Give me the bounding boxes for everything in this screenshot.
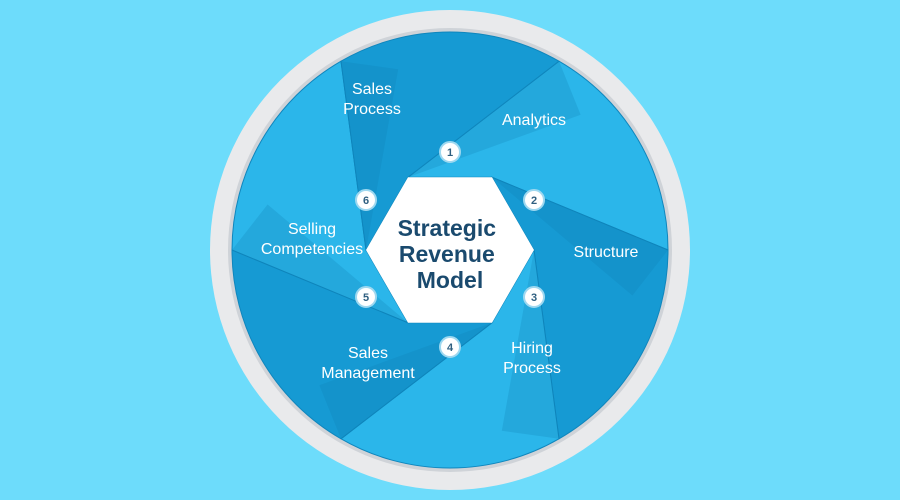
segments-group xyxy=(231,31,669,469)
step-badge-circle xyxy=(523,286,545,308)
title-line-2: Revenue xyxy=(399,241,495,267)
step-badge-circle xyxy=(355,189,377,211)
title-line-3: Model xyxy=(417,267,483,293)
center-hexagon xyxy=(366,177,534,323)
title-line-1: Strategic xyxy=(398,215,497,241)
segment-label-5-line-2: Competencies xyxy=(261,241,363,258)
segment-label-4-line-2: Management xyxy=(321,365,415,382)
segment-label-3-line-2: Process xyxy=(503,360,561,377)
wheel-segment-3 xyxy=(340,248,560,469)
step-badge-3: 3 xyxy=(523,286,545,308)
wheel-segment-2 xyxy=(490,176,669,440)
segment-label-2: Structure xyxy=(574,244,639,261)
step-badge-circle xyxy=(439,336,461,358)
segment-label-6-line-1: Sales xyxy=(352,81,392,98)
step-number: 1 xyxy=(447,147,453,159)
step-badge-4: 4 xyxy=(439,336,461,358)
step-number: 5 xyxy=(363,292,369,304)
wheel-segment-1 xyxy=(406,60,669,251)
segment-label-1-line-1: Analytics xyxy=(502,112,566,129)
segment-label-6-line-2: Process xyxy=(343,101,401,118)
segment-label-3-line-1: Hiring xyxy=(511,340,553,357)
wheel-segment-4 xyxy=(231,249,494,440)
step-badge-2: 2 xyxy=(523,189,545,211)
step-number: 2 xyxy=(531,195,537,207)
step-badge-circle xyxy=(355,286,377,308)
step-number: 4 xyxy=(447,342,454,354)
step-number: 6 xyxy=(363,195,369,207)
segment-label-5-line-1: Selling xyxy=(288,221,336,238)
wheel-segment-5 xyxy=(231,60,410,324)
step-badge-5: 5 xyxy=(355,286,377,308)
segment-shadow-3 xyxy=(501,250,559,439)
segment-label-4-line-1: Sales xyxy=(348,345,388,362)
center-title: Strategic Revenue Model xyxy=(398,215,503,293)
step-badge-1: 1 xyxy=(439,141,461,163)
segment-label-2-line-1: Structure xyxy=(574,244,639,261)
segment-label-1: Analytics xyxy=(502,112,566,129)
segment-shadow-6 xyxy=(341,61,399,250)
step-badge-circle xyxy=(523,189,545,211)
step-number: 3 xyxy=(531,292,537,304)
step-badge-circle xyxy=(439,141,461,163)
step-badge-6: 6 xyxy=(355,189,377,211)
number-badges: 1 2 3 4 5 6 xyxy=(355,141,545,358)
